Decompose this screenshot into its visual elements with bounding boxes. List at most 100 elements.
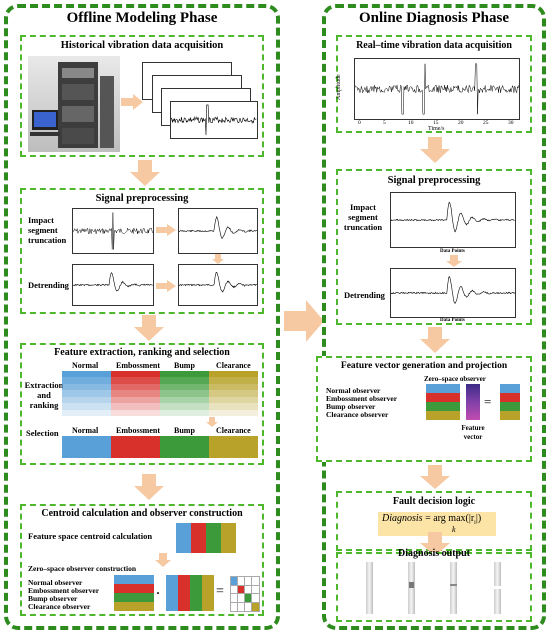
- online-normal-observer-label: Normal observer: [326, 386, 381, 395]
- arrow-down-icon: [134, 315, 164, 341]
- matrix-cell: [500, 384, 520, 393]
- matrix-cell: [176, 543, 191, 553]
- online-phase-title: Online Diagnosis Phase: [358, 10, 510, 26]
- feature-cell: [78, 436, 96, 444]
- feature-cell: [111, 436, 129, 444]
- class-header-bump: Bump: [174, 426, 195, 435]
- raw-signal-plot: [72, 208, 154, 254]
- offline-step-acquisition-title: Historical vibration data acquisition: [60, 40, 224, 51]
- matrix-cell: [191, 543, 206, 553]
- extraction-ranking-label: Extraction and ranking: [24, 380, 64, 410]
- feature-cell: [176, 436, 194, 444]
- feature-cell: [192, 409, 210, 416]
- class-header-normal: Normal: [72, 361, 99, 370]
- matrix-cell: [166, 584, 178, 593]
- matrix-cell: [114, 575, 154, 584]
- feature-cell: [143, 443, 161, 451]
- matrix-cell: [166, 593, 178, 602]
- arrow-down-icon: [420, 465, 450, 489]
- feature-cell: [241, 443, 259, 451]
- matrix-cell: [426, 393, 460, 402]
- class-header-clearance: Clearance: [216, 361, 251, 370]
- matrix-cell: [500, 402, 520, 411]
- matrix-cell: [202, 575, 214, 584]
- centroid-label: Feature space centroid calculation: [28, 531, 153, 541]
- matrix-cell: [202, 602, 214, 611]
- class-header-embossment: Embossment: [116, 361, 161, 370]
- matrix-cell: [206, 543, 221, 553]
- zero-space-label: Zero–space observer construction: [28, 564, 137, 573]
- arrow-down-icon: [134, 474, 164, 500]
- online-truncated-plot: [390, 192, 516, 248]
- offline-phase-panel: [4, 4, 280, 630]
- decision-formula: Diagnosis = arg max(|ri|) k: [378, 512, 496, 536]
- feature-cell: [62, 450, 80, 458]
- feature-cell: [241, 383, 259, 391]
- feature-cell: [62, 436, 80, 444]
- feature-cell: [62, 409, 80, 416]
- xtick-label: 5: [383, 120, 386, 126]
- feature-cell: [192, 396, 210, 404]
- feature-cell: [160, 443, 178, 451]
- historical-signal-plot-4: [170, 101, 258, 139]
- elevator-rail-embossment: [408, 562, 415, 614]
- online-step-preprocessing-title: Signal preprocessing: [387, 175, 481, 186]
- online-detrended-plot: [390, 268, 516, 318]
- arrow-right-icon: [156, 280, 176, 292]
- feature-cell: [127, 409, 145, 416]
- online-phase-panel: [322, 4, 546, 630]
- feature-cell: [209, 443, 227, 451]
- feature-cell: [160, 409, 178, 416]
- pre-detrend-plot: [72, 264, 154, 306]
- matrix-cell: [178, 575, 190, 584]
- online-step-projection: [316, 356, 532, 462]
- feature-cell: [78, 396, 96, 404]
- feature-cell: [160, 396, 178, 404]
- online-detrend-label: Detrending: [344, 290, 385, 300]
- feature-cell: [209, 450, 227, 458]
- feature-cell: [160, 403, 178, 410]
- arrow-down-icon: [420, 327, 450, 353]
- matrix-cell: [426, 411, 460, 420]
- feature-cell: [225, 436, 243, 444]
- test-rig-photo: [28, 56, 120, 152]
- class-header-embossment: Embossment: [116, 426, 161, 435]
- matrix-cell: [206, 533, 221, 543]
- feature-cell: [94, 436, 112, 444]
- feature-cell: [209, 409, 227, 416]
- feature-cell: [94, 409, 112, 416]
- feature-cell: [111, 403, 129, 410]
- feature-cell: [176, 396, 194, 404]
- feature-cell: [192, 443, 210, 451]
- feature-ranking-table: [62, 371, 259, 416]
- feature-cell: [62, 396, 80, 404]
- centroid-matrix-transposed: [166, 575, 214, 611]
- feature-cell: [225, 409, 243, 416]
- feature-cell: [127, 450, 145, 458]
- multiply-symbol: ·: [156, 586, 161, 600]
- xtick-label: 20: [458, 120, 464, 126]
- feature-cell: [241, 377, 259, 384]
- matrix-cell: [114, 602, 154, 611]
- feature-cell: [176, 450, 194, 458]
- offline-step-observer-title: Centroid calculation and observer constr…: [41, 508, 243, 519]
- feature-cell: [111, 450, 129, 458]
- feature-cell: [176, 409, 194, 416]
- matrix-cell: [191, 533, 206, 543]
- impact-truncation-label: Impact segment truncation: [28, 215, 67, 245]
- clearance-observer-label: Clearance observer: [28, 602, 91, 611]
- matrix-cell: [114, 593, 154, 602]
- detrended-plot: [178, 264, 258, 306]
- feature-cell: [209, 396, 227, 404]
- elevator-rail-bump: [450, 562, 457, 614]
- realtime-signal-plot: [354, 58, 520, 120]
- online-zero-space-label: Zero–space observer: [424, 375, 486, 383]
- bump-observer-label: Bump observer: [28, 594, 78, 603]
- offline-step-features-title: Feature extraction, ranking and selectio…: [54, 347, 230, 358]
- realtime-xlabel: Time/s: [428, 126, 445, 132]
- xtick-label: 0: [358, 120, 361, 126]
- feature-cell: [225, 443, 243, 451]
- feature-cell: [241, 390, 259, 397]
- class-header-clearance: Clearance: [216, 426, 251, 435]
- online-step-projection-title: Feature vector generation and projection: [340, 361, 508, 371]
